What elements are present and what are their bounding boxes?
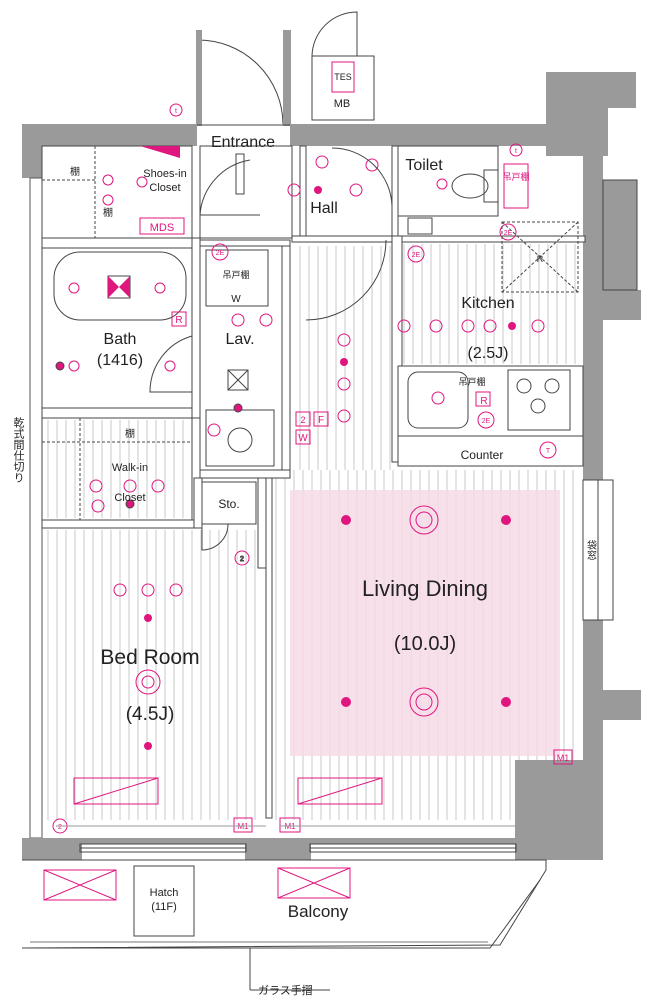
range-hood-mark: R — [537, 254, 544, 264]
hatch-label-1: Hatch — [150, 887, 179, 899]
window-label: 袋窓 — [585, 539, 597, 560]
mds-label: MDS — [150, 222, 174, 234]
svg-text:2E: 2E — [216, 250, 225, 257]
sensor-marker: t t — [169, 103, 523, 157]
living-dining-size: (10.0J) — [394, 633, 456, 655]
living-dining-label: Living Dining — [362, 576, 488, 601]
counter-label: Counter — [461, 448, 504, 462]
tes-label: TES — [334, 72, 352, 82]
window-sashes — [56, 479, 614, 853]
flooring-pattern — [47, 244, 576, 820]
m1-label-ld: M1 — [557, 753, 570, 763]
svg-text:W: W — [298, 433, 308, 444]
washer-mark: W — [231, 294, 241, 305]
svg-text:T: T — [546, 448, 551, 455]
svg-text:R: R — [175, 315, 182, 326]
two-e-mark: 2E — [482, 418, 491, 425]
svg-text:t: t — [515, 148, 517, 155]
kitchen-size: (2.5J) — [468, 345, 509, 362]
shelf-label: 棚 — [70, 165, 80, 178]
lav-label: Lav. — [225, 331, 254, 348]
entrance-label: Entrance — [211, 134, 275, 151]
bed-room-fixtures — [52, 583, 301, 834]
toilet-label: Toilet — [405, 157, 443, 174]
kitchen-label: Kitchen — [461, 295, 514, 312]
living-dining-fixtures — [297, 505, 573, 805]
r-mark: R — [480, 396, 487, 407]
appliance-marker: 2E 2E — [407, 217, 517, 263]
hall-label: Hall — [310, 200, 338, 217]
interior-walls — [41, 145, 586, 819]
walk-in-closet-label-1: Walk-in — [112, 462, 148, 474]
svg-text:2: 2 — [240, 556, 244, 563]
kitchen-counter — [397, 365, 584, 467]
svg-text:t: t — [175, 108, 177, 115]
toilet-room — [397, 145, 529, 217]
walk-in-closet-label-2: Closet — [114, 492, 145, 504]
sto-label: Sto. — [218, 497, 239, 511]
dry-partition-label: 乾式間仕切り — [12, 417, 25, 483]
kitchen-fixtures — [397, 221, 579, 333]
shoes-in-closet-label-1: Shoes-in — [143, 168, 186, 180]
hall-lower-fixtures: 2 F W — [295, 239, 387, 445]
bath-label: Bath — [104, 331, 137, 348]
balcony-label: Balcony — [288, 902, 349, 921]
shoes-in-closet-label-2: Closet — [149, 182, 180, 194]
bed-room-size: (4.5J) — [126, 704, 175, 725]
mb-closet — [311, 11, 375, 121]
svg-text:2E: 2E — [412, 252, 421, 259]
hanging-shelf-kitchen: 吊戸棚 — [458, 376, 485, 387]
shelf-label: 棚 — [103, 206, 113, 219]
bath-room — [41, 247, 193, 409]
hanging-shelf-toilet: 吊戸棚 — [502, 171, 529, 182]
shoes-in-closet — [41, 145, 193, 239]
shelf-label-wic: 棚 — [125, 427, 135, 440]
thermostat-marker: T — [539, 441, 557, 459]
lavatory — [199, 245, 283, 471]
svg-text:F: F — [318, 415, 324, 426]
svg-text:2E: 2E — [504, 230, 513, 237]
bath-size: (1416) — [97, 352, 143, 369]
lav-2e-marker: 2E — [211, 243, 229, 261]
entrance-door — [196, 30, 291, 126]
bed-room-label: Bed Room — [100, 646, 199, 669]
entrance-area — [199, 145, 293, 239]
two-mark-bed: 2 — [58, 824, 62, 831]
mb-label: MB — [334, 98, 351, 110]
storage-closet: 2 — [201, 481, 257, 566]
hatch-label-2: (11F) — [151, 901, 176, 913]
svg-text:2: 2 — [300, 415, 305, 425]
hanging-shelf-lav: 吊戸棚 — [222, 269, 249, 280]
glass-handrail-label: ガラス手摺 — [258, 983, 313, 997]
balcony — [21, 859, 547, 991]
walk-in-closet — [41, 417, 193, 521]
hall-fixtures — [287, 147, 393, 207]
